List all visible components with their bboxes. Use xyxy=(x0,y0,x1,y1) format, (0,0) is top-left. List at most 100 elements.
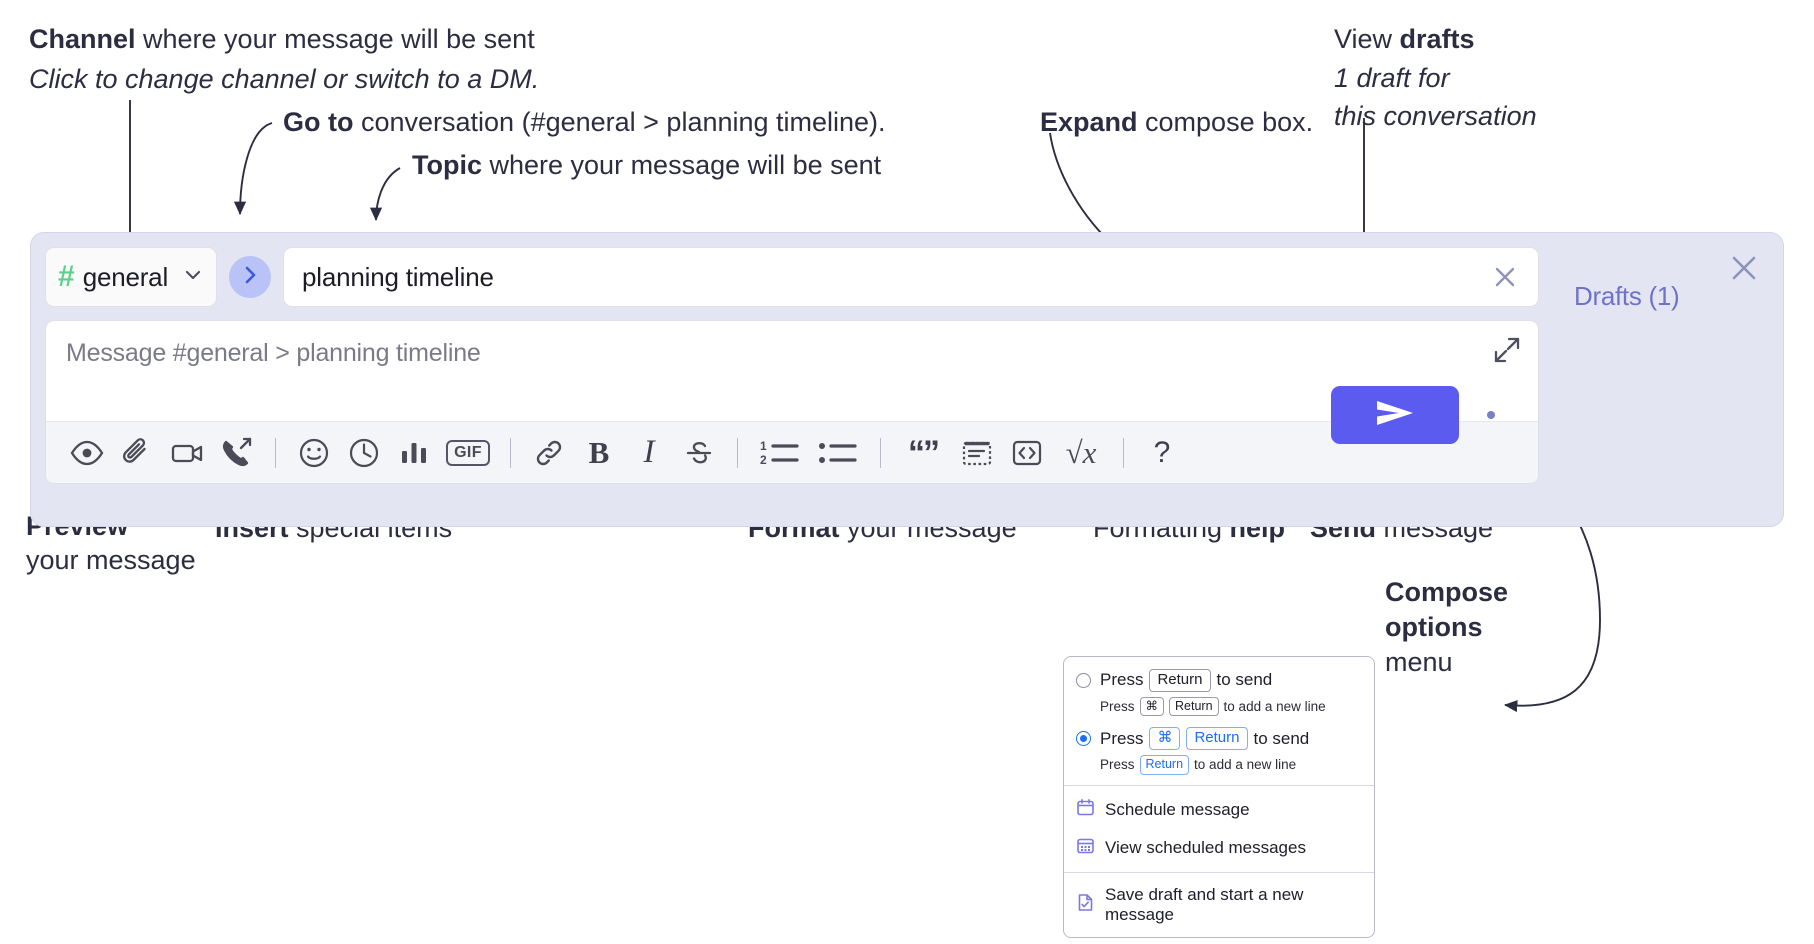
opt2-key-2: Return xyxy=(1186,727,1248,751)
message-box: Message #general > planning timeline xyxy=(45,320,1539,484)
radio-option-1-hint: Press ⌘ Return to add a new line xyxy=(1100,696,1362,717)
math-button[interactable]: √x xyxy=(1052,428,1110,478)
menu-item-view-scheduled-messages[interactable]: View scheduled messages xyxy=(1064,829,1374,867)
topic-input[interactable]: planning timeline xyxy=(283,247,1539,307)
audio-clip-button[interactable] xyxy=(212,428,262,478)
menu-divider xyxy=(1064,784,1374,786)
opt2-word-0: Press xyxy=(1100,728,1144,748)
opt1-sub-key-1: ⌘ xyxy=(1139,696,1165,717)
menu-item-schedule-message[interactable]: Schedule message xyxy=(1064,791,1374,829)
annotation-drafts: View drafts 1 draft for this conversatio… xyxy=(1334,22,1537,134)
menu-item-label: Schedule message xyxy=(1105,799,1250,819)
menu-item-label: View scheduled messages xyxy=(1105,837,1306,857)
annotation-compose-options: Compose options menu xyxy=(1385,575,1508,680)
topic-value: planning timeline xyxy=(302,261,494,292)
channel-select[interactable]: # general xyxy=(45,247,217,307)
toolbar-divider xyxy=(510,437,511,468)
opt1-sub-word-3: to add a new line xyxy=(1223,699,1326,715)
radio-option-1-label: Press Return to send xyxy=(1100,669,1272,692)
annotation-goto: Go to conversation (#general > planning … xyxy=(283,105,886,140)
document-check-icon xyxy=(1076,893,1095,917)
sqrt-x-glyph: √x xyxy=(1065,434,1097,470)
annotation-channel-italic: Click to change channel or switch to a D… xyxy=(29,63,540,94)
annotation-topic-bold: Topic xyxy=(412,150,482,180)
expand-icon[interactable] xyxy=(1492,335,1522,370)
radio-option-2-label: Press ⌘ Return to send xyxy=(1100,727,1309,751)
annotation-goto-rest: conversation (#general > planning timeli… xyxy=(353,107,886,137)
toolbar-divider xyxy=(1123,437,1124,468)
schedule-button[interactable] xyxy=(339,428,389,478)
ordered-list-button[interactable]: 1 2 xyxy=(751,428,809,478)
annotation-channel-bold: Channel xyxy=(29,24,136,54)
close-icon[interactable] xyxy=(1727,251,1761,290)
compose-panel: # general planning timeline xyxy=(30,232,1784,527)
opt1-word-2: to send xyxy=(1216,670,1273,690)
italic-button[interactable]: I xyxy=(624,428,674,478)
chevron-right-icon xyxy=(239,264,261,291)
bulleted-list-button[interactable] xyxy=(809,428,867,478)
question-mark-glyph: ? xyxy=(1153,435,1171,469)
gif-button[interactable]: GIF xyxy=(439,428,497,478)
svg-text:1: 1 xyxy=(760,439,767,453)
radio-option-cmd-return-to-send[interactable]: Press ⌘ Return to send xyxy=(1076,727,1362,751)
goto-conversation-button[interactable] xyxy=(229,256,271,298)
opt2-key-1: ⌘ xyxy=(1149,727,1181,751)
chevron-down-icon xyxy=(182,264,204,291)
drafts-link[interactable]: Drafts (1) xyxy=(1574,281,1680,311)
radio-icon[interactable] xyxy=(1076,672,1091,688)
annotation-options-bold-2: options xyxy=(1385,612,1483,643)
send-shortcut-options: Press Return to send Press ⌘ Return to a… xyxy=(1064,657,1374,785)
svg-text:2: 2 xyxy=(760,453,767,467)
annotation-expand: Expand compose box. xyxy=(1040,105,1313,140)
close-icon[interactable] xyxy=(1490,262,1520,292)
annotation-channel: Channel where your message will be sent … xyxy=(29,22,539,96)
toolbar-divider xyxy=(275,437,276,468)
annotation-preview-rest: your message xyxy=(26,544,196,575)
bold-glyph: B xyxy=(588,435,610,470)
annotation-goto-bold: Go to xyxy=(283,107,354,137)
toolbar-divider xyxy=(880,437,881,468)
compose-options-button[interactable] xyxy=(1474,389,1508,441)
emoji-button[interactable] xyxy=(289,428,339,478)
opt1-sub-word-0: Press xyxy=(1100,699,1135,715)
strikethrough-button[interactable] xyxy=(674,428,724,478)
message-placeholder: Message #general > planning timeline xyxy=(66,339,481,367)
menu-item-save-draft[interactable]: Save draft and start a new message xyxy=(1064,878,1374,932)
message-input[interactable]: Message #general > planning timeline xyxy=(46,321,1538,421)
calendar-grid-icon xyxy=(1076,836,1095,860)
radio-option-2-hint: Press Return to add a new line xyxy=(1100,755,1362,775)
annotation-drafts-bold: drafts xyxy=(1399,24,1475,54)
paper-plane-icon xyxy=(1373,396,1417,435)
kebab-menu-icon xyxy=(1487,411,1495,419)
link-button[interactable] xyxy=(524,428,574,478)
calendar-icon xyxy=(1076,798,1095,822)
annotation-topic: Topic where your message will be sent xyxy=(412,148,881,183)
attach-file-button[interactable] xyxy=(112,428,162,478)
code-block-button[interactable] xyxy=(952,428,1002,478)
conversation-row: # general planning timeline xyxy=(45,247,1539,307)
annotation-topic-rest: where your message will be sent xyxy=(482,150,882,180)
radio-option-return-to-send[interactable]: Press Return to send xyxy=(1076,669,1362,692)
opt1-word-0: Press xyxy=(1100,670,1144,690)
opt1-sub-key-2: Return xyxy=(1169,696,1219,717)
bold-button[interactable]: B xyxy=(574,428,624,478)
inline-code-button[interactable] xyxy=(1002,428,1052,478)
menu-item-label: Save draft and start a new message xyxy=(1105,884,1304,924)
opt2-sub-word-0: Press xyxy=(1100,757,1135,773)
compose-inner: # general planning timeline xyxy=(45,247,1539,484)
opt2-sub-key-1: Return xyxy=(1139,755,1190,775)
format-toolbar: GIF B I xyxy=(46,421,1538,483)
radio-icon-selected[interactable] xyxy=(1076,731,1091,747)
annotation-expand-rest: compose box. xyxy=(1137,107,1314,137)
poll-button[interactable] xyxy=(389,428,439,478)
italic-glyph: I xyxy=(643,434,655,470)
send-button[interactable] xyxy=(1331,386,1459,444)
annotation-options-bold-1: Compose xyxy=(1385,577,1509,607)
channel-name: general xyxy=(82,261,169,292)
video-clip-button[interactable] xyxy=(162,428,212,478)
preview-button[interactable] xyxy=(62,428,112,478)
blockquote-button[interactable]: “” xyxy=(894,428,952,478)
annotation-channel-rest: where your message will be sent xyxy=(135,24,535,54)
formatting-help-button[interactable]: ? xyxy=(1137,428,1187,478)
toolbar-divider xyxy=(737,437,738,468)
